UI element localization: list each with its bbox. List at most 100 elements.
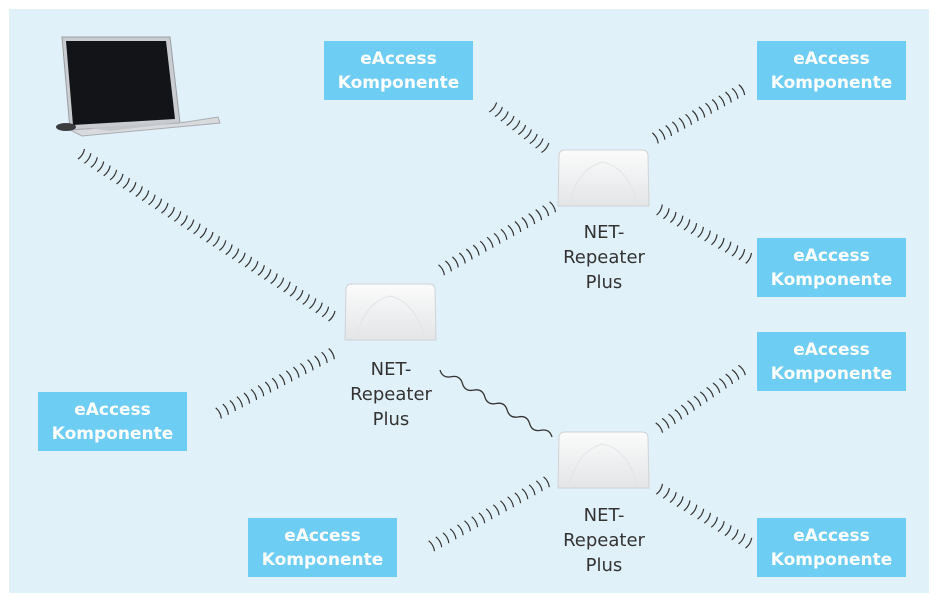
- wave-arc: [250, 388, 258, 400]
- wave-arc: [238, 252, 246, 264]
- link-bottom-repeater-bottom-right: [655, 483, 753, 549]
- link-bottom-repeater-bottom-left: [428, 476, 550, 552]
- wave-arc: [90, 157, 98, 168]
- wave-arc: [674, 409, 683, 420]
- wave-arc: [321, 351, 328, 363]
- wave-arc: [528, 484, 536, 496]
- wave-arc: [458, 252, 466, 264]
- wave-arc: [523, 129, 532, 140]
- wave-arc: [428, 540, 436, 552]
- wave-arc: [514, 492, 522, 504]
- wave-arc: [471, 516, 479, 528]
- wave-arc: [116, 173, 124, 185]
- wave-arc: [271, 377, 279, 389]
- wave-arc: [521, 217, 529, 229]
- wave-arc: [435, 536, 443, 548]
- wave-arc: [731, 529, 739, 541]
- wave-arc: [669, 211, 677, 224]
- wave-arc: [289, 285, 298, 297]
- wave-arc: [683, 219, 691, 231]
- wave-arc: [308, 298, 317, 309]
- link-laptop-center-repeater: [77, 148, 336, 322]
- wave-arc: [161, 202, 169, 214]
- wave-arc: [257, 265, 265, 276]
- wave-arc: [705, 102, 712, 114]
- wave-arc: [687, 400, 695, 411]
- link-center-bottom-repeater: [439, 369, 553, 438]
- wave-arc: [488, 102, 498, 113]
- wave-arc: [541, 142, 550, 154]
- wave-arc: [442, 532, 450, 544]
- wave-arc: [528, 213, 536, 225]
- wave-arc: [167, 206, 175, 218]
- wave-arc: [731, 245, 739, 257]
- wave-arc: [663, 208, 670, 220]
- wave-arc: [302, 294, 310, 305]
- wave-arc: [745, 537, 753, 549]
- wave-arc: [141, 190, 150, 202]
- wave-arc: [492, 504, 500, 516]
- wave-arc: [517, 124, 527, 136]
- wave-arc: [193, 223, 201, 235]
- wave-arc: [738, 249, 746, 261]
- wave-arc: [703, 512, 712, 524]
- wave-arc: [549, 201, 557, 213]
- wave-arc: [678, 117, 686, 129]
- wave-arc: [656, 204, 663, 216]
- wave-arc: [704, 230, 711, 242]
- laptop-icon: [56, 36, 221, 137]
- wave-arc: [148, 194, 156, 206]
- wave-arc: [671, 121, 679, 133]
- wave-arc: [691, 110, 699, 122]
- wave-arc: [77, 148, 86, 160]
- wave-arc: [668, 413, 676, 425]
- wave-arc: [711, 234, 718, 246]
- wave-arc: [486, 236, 494, 248]
- wave-arc: [212, 236, 220, 247]
- wave-arc: [683, 500, 691, 512]
- wave-arc: [96, 161, 105, 173]
- wave-arc: [693, 395, 702, 407]
- wave-arc: [257, 385, 265, 397]
- wave-arc: [206, 231, 214, 243]
- wave-arc: [321, 306, 330, 318]
- wave-arc: [270, 273, 278, 285]
- wave-arc: [103, 165, 111, 177]
- wave-arc: [500, 111, 509, 122]
- wave-arc: [285, 370, 293, 382]
- wave-arc: [173, 211, 182, 222]
- wave-arc: [300, 362, 307, 375]
- wave-arc: [109, 169, 118, 181]
- wave-arc: [529, 133, 538, 145]
- wave-arc: [717, 521, 725, 532]
- repeater-device-icon: [557, 149, 650, 207]
- wave-arc: [478, 512, 486, 524]
- wave-arc: [655, 483, 664, 495]
- wave-arc: [697, 226, 704, 238]
- wave-arc: [662, 487, 670, 499]
- wave-arc: [699, 391, 708, 402]
- wave-arc: [507, 224, 515, 236]
- wave-arc: [725, 373, 734, 385]
- wave-arc: [685, 113, 693, 125]
- wave-arc: [129, 182, 137, 193]
- wave-arc: [244, 256, 253, 268]
- wave-arc: [535, 480, 543, 492]
- wave-arc: [661, 417, 670, 429]
- wave-arc: [658, 128, 666, 140]
- wave-arc: [494, 106, 503, 118]
- wave-arc: [263, 269, 272, 280]
- wave-arc: [697, 508, 705, 520]
- wave-arc: [738, 84, 746, 96]
- wave-arc: [512, 120, 521, 131]
- wave-arc: [706, 386, 715, 398]
- wave-arc: [457, 524, 464, 536]
- wave-arc: [543, 476, 550, 488]
- wave-arc: [199, 227, 208, 239]
- wave-arc: [438, 264, 445, 276]
- wave-arc: [315, 302, 323, 314]
- wave-arc: [710, 516, 718, 528]
- wave-arc: [745, 252, 752, 264]
- link-bottom-repeater-lower-right: [655, 364, 746, 433]
